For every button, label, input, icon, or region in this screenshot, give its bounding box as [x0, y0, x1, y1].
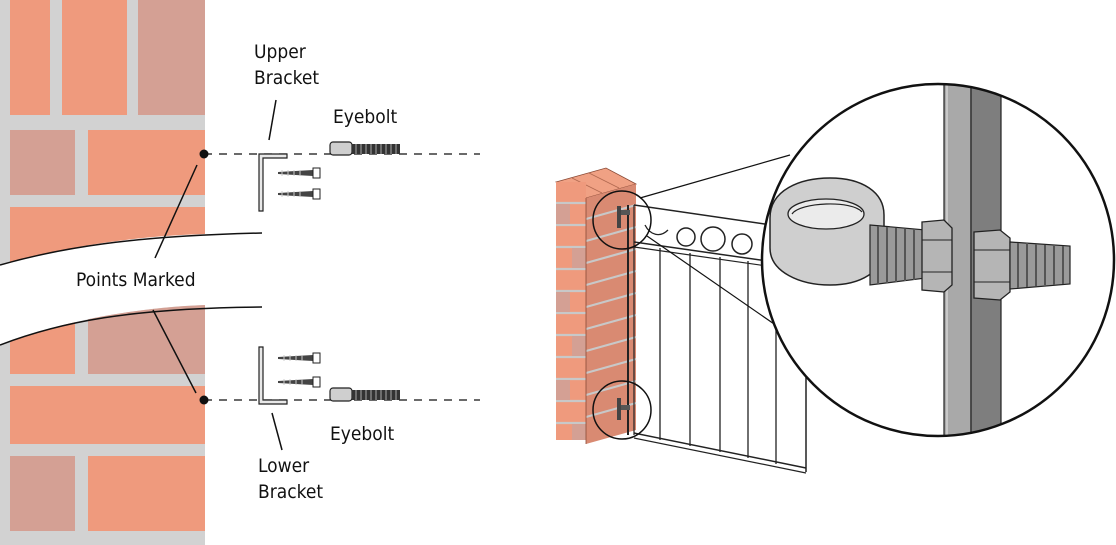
screw-1 [278, 167, 321, 179]
lower-hinge-hardware [617, 398, 630, 420]
upper-hinge-detail-circle [592, 190, 652, 250]
break-line-bottom [0, 306, 263, 346]
eyebolt-label-bottom: Eyebolt [330, 423, 394, 445]
brick-pillar [554, 167, 638, 444]
lower-bracket-pointer [271, 412, 283, 451]
lower-marked-point [199, 395, 209, 405]
upper-bracket-label-line2: Bracket [254, 67, 319, 89]
wall-top-section [0, 0, 205, 265]
points-marked-pointer-lower [152, 309, 197, 394]
lower-screws [278, 352, 321, 388]
screw-2 [278, 188, 321, 200]
screw-4 [278, 376, 321, 388]
lower-hinge-detail-circle [592, 380, 652, 440]
upper-bracket-label-line1: Upper [254, 41, 307, 63]
break-line-top [0, 232, 263, 266]
eyebolt-eye [769, 177, 885, 286]
upper-hinge-hardware [617, 206, 630, 228]
zoom-connector-bottom [646, 235, 791, 336]
upper-marked-point [199, 149, 209, 159]
lower-bracket [258, 346, 288, 451]
lower-eyebolt [329, 387, 400, 402]
upper-screws [278, 167, 321, 200]
points-marked-label: Points Marked [76, 269, 196, 291]
outer-nut [973, 229, 1011, 301]
eyebolt-label-top: Eyebolt [333, 106, 397, 128]
upper-bracket-pointer [268, 99, 277, 141]
zoom-connector-top [639, 154, 791, 199]
eyebolt-zoom-detail [760, 82, 1116, 438]
eyebolt-shank [869, 224, 927, 286]
lower-bracket-label-line2: Bracket [258, 481, 323, 503]
screw-3 [278, 352, 321, 364]
upper-eyebolt [329, 141, 400, 156]
upper-bracket [258, 99, 288, 212]
inner-nut [921, 219, 953, 293]
eyebolt-threaded-end [1009, 241, 1071, 290]
lower-bracket-label-line1: Lower [258, 455, 310, 477]
points-marked-pointer-upper [154, 164, 198, 259]
wall-bottom-section [0, 305, 205, 545]
